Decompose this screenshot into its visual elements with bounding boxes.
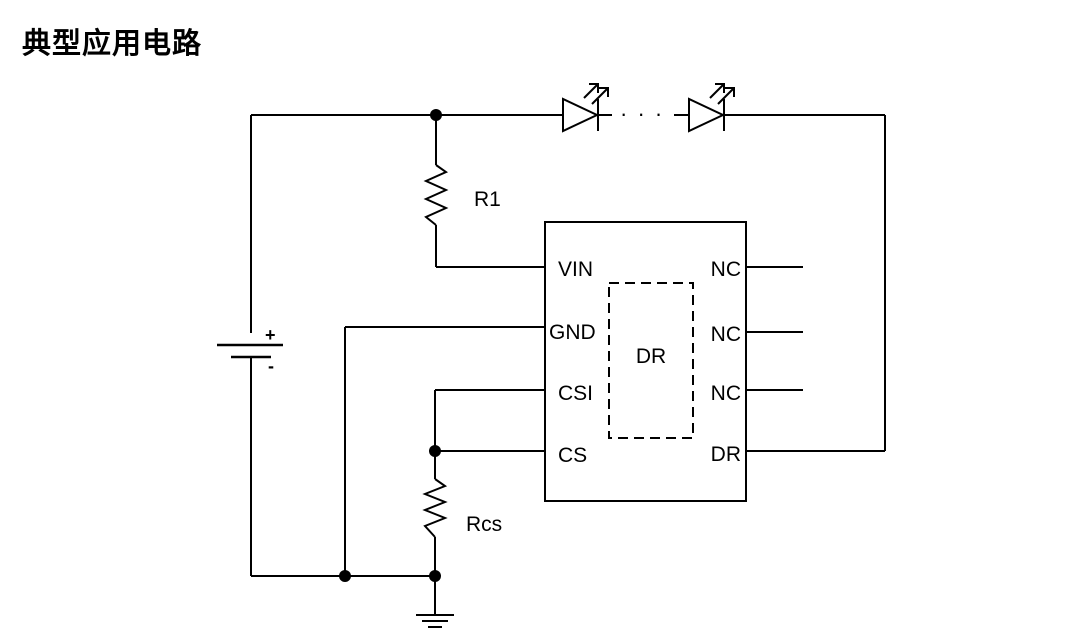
ic-center-label: DR <box>636 345 666 368</box>
resistor-rcs-symbol <box>422 478 448 538</box>
wires <box>250 114 886 615</box>
resistor-r1-label: R1 <box>474 188 501 211</box>
pin-nc-label: NC <box>711 323 741 346</box>
battery-minus-label: - <box>268 356 274 376</box>
pin-gnd-label: GND <box>549 321 596 344</box>
junction-dot <box>430 109 442 121</box>
page-title: 典型应用电路 <box>22 26 203 60</box>
pin-dr-label: DR <box>711 443 741 466</box>
junction-dot <box>429 445 441 457</box>
pin-nc-label: NC <box>711 382 741 405</box>
resistor-rcs-label: Rcs <box>466 513 502 536</box>
led-chain-ellipsis: · · · <box>620 101 664 126</box>
battery-plus-label: + <box>265 325 276 345</box>
ic-internal-block <box>608 282 694 439</box>
junction-dot <box>429 570 441 582</box>
pin-vin-label: VIN <box>558 258 593 281</box>
led-symbol <box>688 83 735 133</box>
led-symbol <box>562 83 609 133</box>
pin-cs-label: CS <box>558 444 587 467</box>
resistor-r1-symbol <box>423 164 449 226</box>
pin-csi-label: CSI <box>558 382 593 405</box>
battery-symbol <box>217 343 283 359</box>
ground-symbol <box>416 614 454 628</box>
ic-body <box>544 221 747 502</box>
junction-dot <box>339 570 351 582</box>
pin-nc-label: NC <box>711 258 741 281</box>
